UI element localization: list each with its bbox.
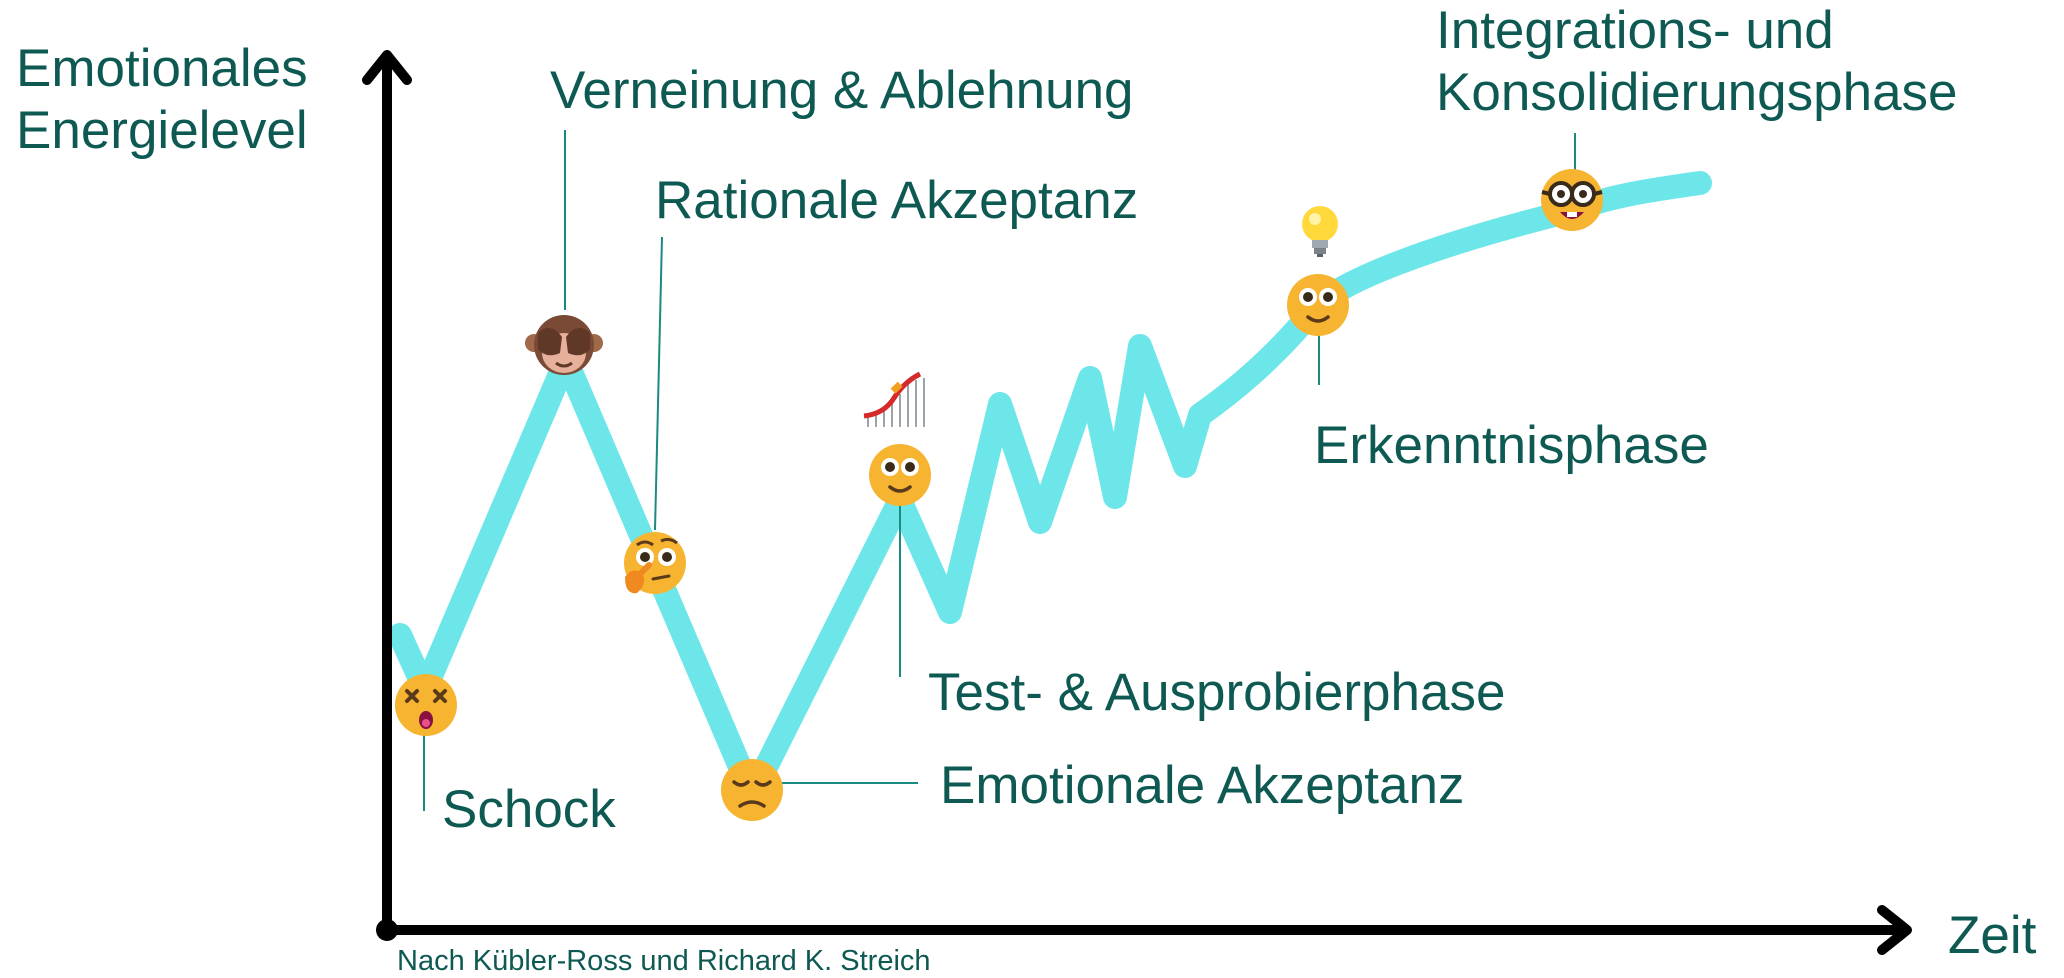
stage-label-test-ausprobierphase: Test- & Ausprobierphase	[928, 663, 1506, 722]
y-axis-arrowhead	[362, 50, 412, 85]
smiling-face-test-icon	[869, 444, 931, 506]
stage-label-integration: Integrations- und Konsolidierungsphase	[1436, 0, 1958, 124]
y-axis-label-line-1: Emotionales	[16, 39, 308, 98]
leader-rational	[654, 236, 663, 531]
leader-lines	[423, 130, 1576, 811]
y-axis-label: Emotionales Energielevel	[16, 38, 316, 162]
nerd-face-icon	[1541, 169, 1603, 231]
pensive-face-icon	[721, 759, 783, 821]
smiling-face-erkenntnis-icon	[1287, 274, 1349, 336]
stage-label-integration-line-2: Konsolidierungsphase	[1436, 63, 1958, 122]
stage-label-emotionale-akzeptanz: Emotionale Akzeptanz	[940, 756, 1465, 815]
stage-label-integration-line-1: Integrations- und	[1436, 1, 1834, 60]
stage-label-schock: Schock	[442, 780, 616, 839]
see-no-evil-monkey-icon	[525, 315, 603, 375]
light-bulb-icon	[1302, 206, 1338, 257]
stage-label-rationale-akzeptanz: Rationale Akzeptanz	[655, 171, 1139, 230]
roller-coaster-icon	[863, 371, 925, 427]
origin-dot	[376, 919, 398, 941]
axes	[362, 50, 1912, 955]
source-credit: Nach Kübler-Ross und Richard K. Streich	[397, 945, 931, 977]
stage-label-verneinung: Verneinung & Ablehnung	[550, 61, 1134, 120]
y-axis-label-line-2: Energielevel	[16, 101, 308, 160]
dizzy-face-icon	[395, 674, 457, 736]
x-axis-arrowhead	[1877, 905, 1912, 955]
stage-label-erkenntnisphase: Erkenntnisphase	[1314, 416, 1709, 475]
x-axis-label: Zeit	[1948, 906, 2037, 965]
thinking-face-icon	[624, 532, 686, 594]
